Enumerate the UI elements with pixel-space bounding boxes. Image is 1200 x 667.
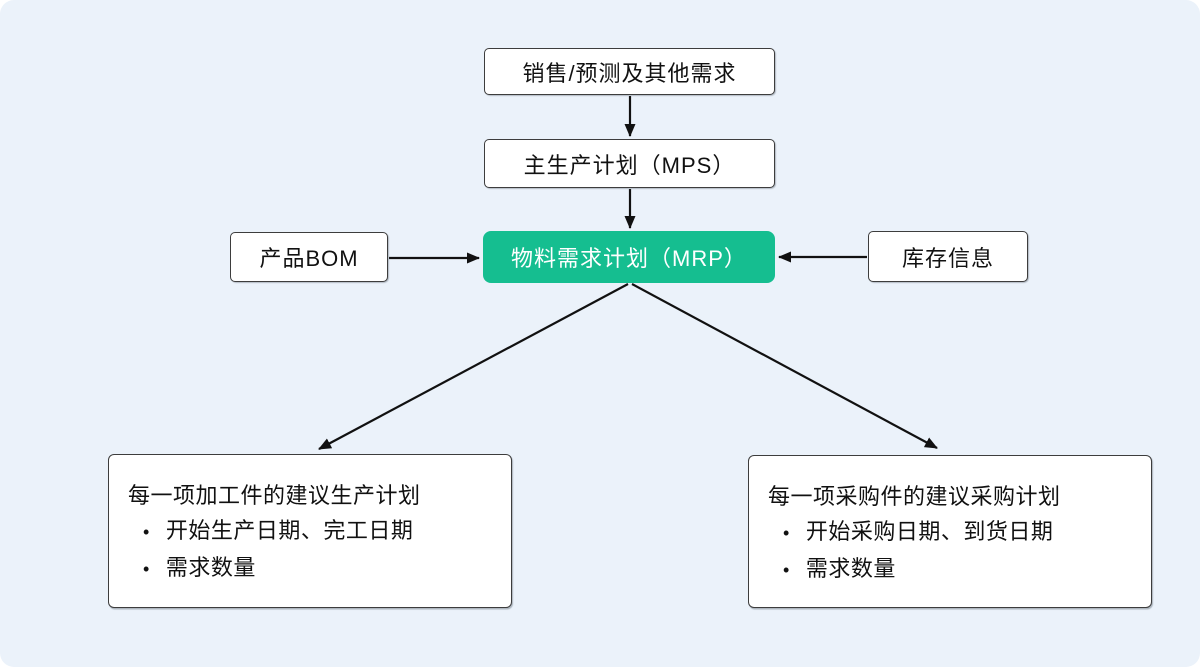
production-plan-bullet-text: 开始生产日期、完工日期: [165, 518, 414, 543]
arrow-mrp-to-purchase: [631, 283, 938, 449]
node-bom-label: 产品BOM: [259, 246, 359, 271]
node-inventory-info: 库存信息: [868, 231, 1028, 282]
bullet-dot-icon: •: [783, 523, 790, 543]
production-plan-title: 每一项加工件的建议生产计划: [128, 483, 421, 508]
production-plan-bullet: • 需求数量: [143, 550, 493, 587]
purchase-plan-bullet-list: • 开始采购日期、到货日期 • 需求数量: [783, 514, 1133, 588]
node-sales-forecast-demand: 销售/预测及其他需求: [484, 48, 775, 95]
production-plan-bullet-text: 需求数量: [165, 555, 256, 580]
production-plan-bullet-list: • 开始生产日期、完工日期 • 需求数量: [143, 513, 493, 587]
node-purchase-plan: 每一项采购件的建议采购计划 • 开始采购日期、到货日期 • 需求数量: [748, 455, 1152, 608]
bullet-dot-icon: •: [143, 559, 150, 579]
node-material-requirements-planning: 物料需求计划（MRP）: [483, 231, 775, 283]
node-mps-label: 主生产计划（MPS）: [523, 152, 736, 178]
node-inventory-label: 库存信息: [901, 245, 994, 271]
production-plan-bullet: • 开始生产日期、完工日期: [143, 513, 493, 550]
node-product-bom: 产品BOM: [230, 232, 388, 282]
node-mrp-label: 物料需求计划（MRP）: [511, 246, 747, 271]
purchase-plan-bullet-text: 需求数量: [805, 556, 896, 581]
node-master-production-schedule: 主生产计划（MPS）: [484, 139, 775, 188]
arrow-mrp-to-production: [318, 283, 629, 450]
bullet-dot-icon: •: [143, 522, 150, 542]
node-production-plan: 每一项加工件的建议生产计划 • 开始生产日期、完工日期 • 需求数量: [108, 454, 512, 608]
purchase-plan-bullet: • 开始采购日期、到货日期: [783, 514, 1133, 551]
purchase-plan-bullet: • 需求数量: [783, 551, 1133, 588]
bullet-dot-icon: •: [783, 560, 790, 580]
purchase-plan-title: 每一项采购件的建议采购计划: [768, 484, 1061, 509]
purchase-plan-bullet-text: 开始采购日期、到货日期: [805, 519, 1054, 544]
node-sales-label: 销售/预测及其他需求: [522, 60, 737, 86]
